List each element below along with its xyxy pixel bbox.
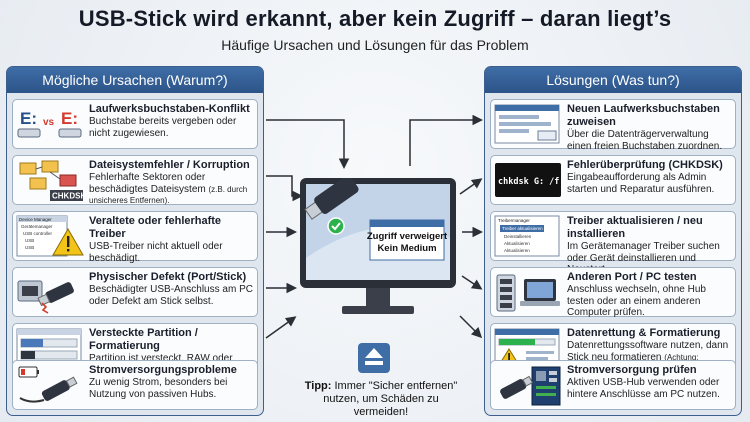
arrow-solution-4 <box>461 275 483 290</box>
cause-title: Stromversorgungsprobleme <box>89 364 237 376</box>
cause-desc: Buchstabe bereits vergeben oder nicht zu… <box>89 116 237 139</box>
solution-title: Treiber aktualisieren / neu installieren <box>567 215 703 240</box>
cause-desc: Zu wenig Strom, besonders bei Nutzung vo… <box>89 377 228 400</box>
drive-letter-e-right: E: <box>61 109 78 128</box>
monitor-illustration: Zugriff verweigert Kein Medium <box>298 175 458 343</box>
cause-desc: USB-Treiber nicht aktuell oder beschädig… <box>89 241 223 264</box>
menu-item: Deinstallieren <box>504 234 532 239</box>
error-popup-line2: Kein Medium <box>377 243 436 254</box>
solution-card-chkdsk: chkdsk G: /f /r Fehlerüberprüfung (CHKDS… <box>490 155 736 205</box>
driver-update-menu-icon: Treibermanager Treiber aktualisieren Dei… <box>494 215 562 258</box>
solution-desc: Anschluss wechseln, ohne Hub testen oder… <box>567 284 706 318</box>
menu-item-highlighted: Treiber aktualisieren <box>502 226 543 231</box>
tip-box: Tipp: Immer "Sicher entfernen" nutzen, u… <box>296 380 466 419</box>
broken-usb-stick-icon <box>16 271 84 314</box>
cause-title: Versteckte Partition / Formatierung <box>89 327 198 352</box>
solution-card-drivers: Treibermanager Treiber aktualisieren Dei… <box>490 211 736 275</box>
cause-title: Physischer Defekt (Port/Stick) <box>89 271 247 283</box>
drive-letter-e-left: E: <box>20 109 37 128</box>
cause-note: (z.B. durch unsicheres Entfernen). <box>89 184 248 206</box>
cause-card-filesystem: CHKDSK Dateisystemfehler / Korruption Fe… <box>12 155 258 205</box>
window-title: Treibermanager <box>498 218 530 223</box>
cause-card-drivers: Device Manager Gerätemanager USB control… <box>12 211 258 264</box>
cause-title: Dateisystemfehler / Korruption <box>89 159 250 171</box>
cause-card-power: Stromversorgungsprobleme Zu wenig Strom,… <box>12 360 258 410</box>
cause-desc: Fehlerhafte Sektoren oder beschädigtes D… <box>89 172 206 195</box>
arrow-cause-5 <box>265 316 297 339</box>
safe-eject-icon <box>357 342 391 374</box>
arrow-cause-2 <box>266 175 303 202</box>
solution-card-drive-letter: Neuen Laufwerksbuchstaben zuweisen Über … <box>490 99 736 152</box>
arrow-cause-1 <box>266 119 350 169</box>
cause-title: Laufwerksbuchstaben-Konflikt <box>89 103 250 115</box>
solution-title: Anderen Port / PC testen <box>567 271 697 283</box>
tip-label: Tipp: <box>304 380 332 392</box>
page-title: USB-Stick wird erkannt, aber kein Zugrif… <box>78 6 672 31</box>
solution-card-port: Anderen Port / PC testen Anschluss wechs… <box>490 267 736 318</box>
solution-title: Neuen Laufwerksbuchstaben zuweisen <box>567 103 720 128</box>
chkdsk-command: chkdsk G: /f /r <box>498 177 562 187</box>
device-manager-warning-icon: Device Manager Gerätemanager USB control… <box>16 215 84 258</box>
tree-line: USB <box>25 238 34 243</box>
drive-letter-conflict-icon: E: vs E: <box>16 103 84 146</box>
window-title: Device Manager <box>19 217 52 222</box>
solution-title: Fehlerüberprüfung (CHKDSK) <box>567 159 723 171</box>
tip-text: Immer "Sicher entfernen" nutzen, um Schä… <box>323 380 458 418</box>
solution-desc: Über die Datenträgerverwaltung einen fre… <box>567 129 723 152</box>
arrow-solution-1 <box>409 114 483 166</box>
disk-management-window-icon <box>494 103 562 146</box>
cause-card-physical: Physischer Defekt (Port/Stick) Beschädig… <box>12 267 258 317</box>
powered-hub-motherboard-icon <box>494 364 562 407</box>
versus-label: vs <box>43 117 55 128</box>
error-popup-line1: Zugriff verweigert <box>367 231 448 242</box>
solutions-panel-title: Lösungen (Was tun?) <box>485 67 741 93</box>
cause-card-drive-letter: E: vs E: Laufwerksbuchstaben-Konflikt Bu… <box>12 99 258 149</box>
solution-title: Datenrettung & Formatierung <box>567 327 721 339</box>
tree-line: USB controller <box>23 231 53 236</box>
causes-panel: Mögliche Ursachen (Warum?) E: vs E: Lauf… <box>6 66 264 416</box>
corrupted-folders-icon: CHKDSK <box>16 159 86 202</box>
usb-ports-laptop-icon <box>494 271 562 314</box>
solution-desc: Aktiven USB-Hub verwenden oder hintere A… <box>567 377 720 400</box>
monitor-usb-stick-icon: Zugriff verweigert Kein Medium <box>300 175 456 314</box>
menu-item: Aktualisieren <box>504 248 530 253</box>
solution-card-power: Stromversorgung prüfen Aktiven USB-Hub v… <box>490 360 736 410</box>
cause-desc: Beschädigter USB-Anschluss am PC oder De… <box>89 284 253 307</box>
page-subtitle: Häufige Ursachen und Lösungen für das Pr… <box>221 37 529 53</box>
causes-panel-title: Mögliche Ursachen (Warum?) <box>7 67 263 93</box>
solution-desc: Eingabeaufforderung als Admin starten un… <box>567 172 715 195</box>
solutions-panel: Lösungen (Was tun?) Neuen Laufwerksbuchs… <box>484 66 742 416</box>
menu-item: Aktualisieren <box>504 241 530 246</box>
command-prompt-icon: chkdsk G: /f /r <box>494 159 575 202</box>
solution-desc: Datenrettungssoftware nutzen, dann Stick… <box>567 340 729 363</box>
solution-title: Stromversorgung prüfen <box>567 364 697 376</box>
low-battery-usb-icon <box>16 364 84 407</box>
arrow-solution-5 <box>459 315 483 339</box>
cause-title: Veraltete oder fehlerhafte Treiber <box>89 215 222 240</box>
tree-line: Gerätemanager <box>21 224 53 229</box>
chkdsk-label: CHKDSK <box>52 192 84 201</box>
arrow-solution-2 <box>459 178 483 195</box>
tree-line: USB <box>25 245 34 250</box>
